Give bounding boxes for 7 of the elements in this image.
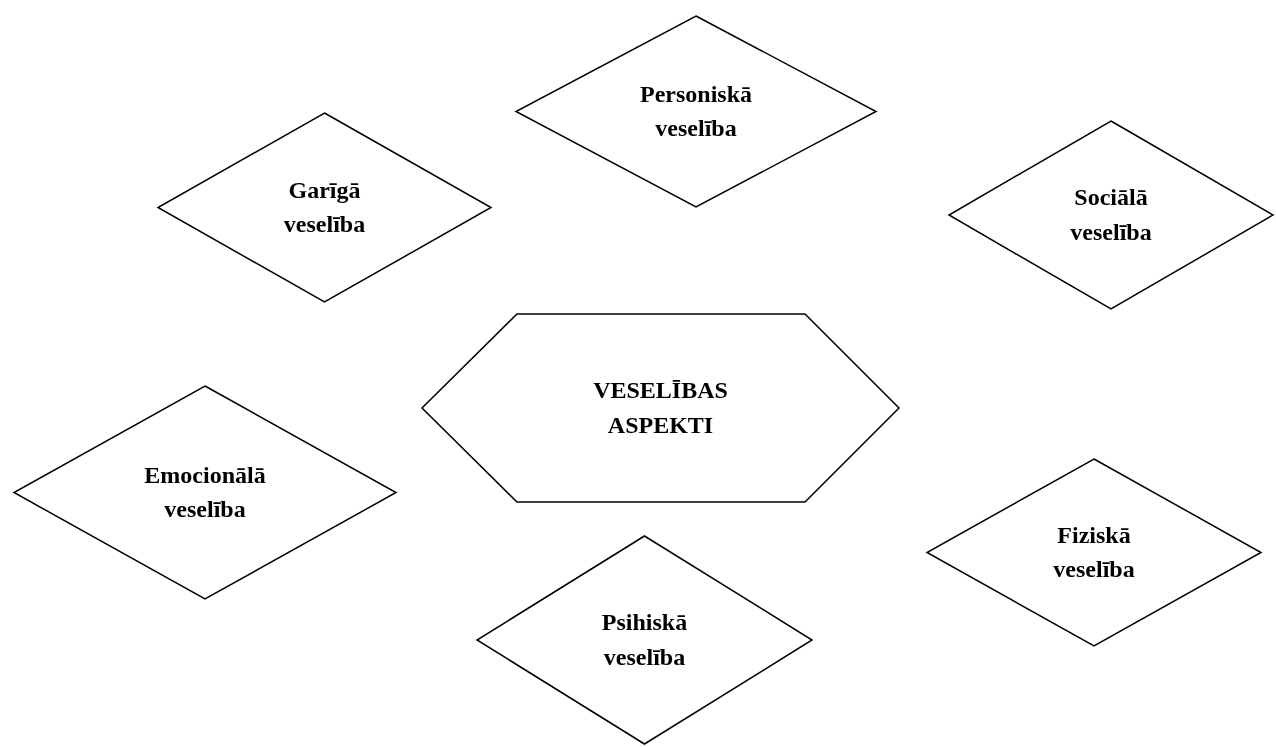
node-label: Sociālā veselība [1069, 183, 1153, 247]
node-label: Garīgā veselība [282, 175, 367, 240]
node-label: Emocionālā veselība [143, 460, 267, 525]
node-label: VESELĪBAS ASPEKTI [592, 376, 729, 440]
node-label: Psihiskā veselība [600, 608, 689, 672]
node-label: Personiskā veselība [639, 79, 753, 144]
node-label: Fiziskā veselība [1052, 520, 1136, 585]
